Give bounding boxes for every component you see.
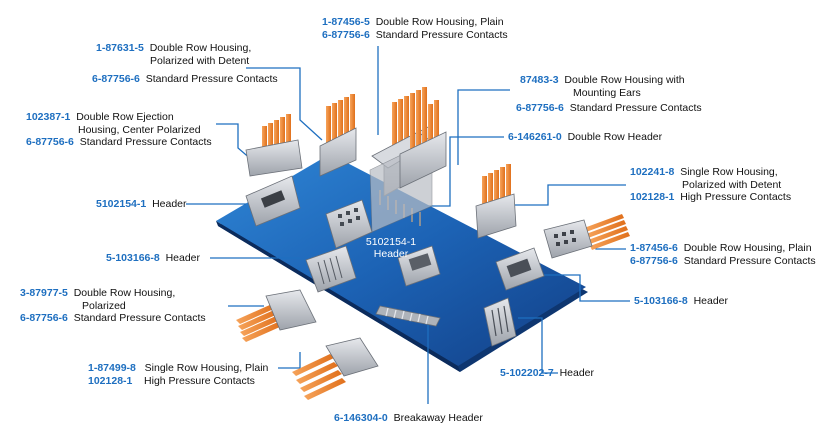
description: Double Row Header xyxy=(567,131,663,143)
description: Standard Pressure Contacts xyxy=(375,28,508,41)
leader-line-146261-0 xyxy=(424,136,504,207)
part-number: 1-87631-5 xyxy=(96,42,144,54)
label-5-103166-8-right: 5-103166-8 Header xyxy=(634,295,728,308)
label-87483-3-contacts: 6-87756-6 Standard Pressure Contacts xyxy=(516,102,702,115)
label-146261-0: 6-146261-0 Double Row Header xyxy=(508,131,662,144)
connector-3-87977-5 xyxy=(236,289,317,342)
part-number: 5-102202-7 xyxy=(500,367,554,379)
description: Polarized with Detent xyxy=(150,54,250,67)
description: Header xyxy=(559,367,595,379)
part-number: 5-103166-8 xyxy=(106,252,160,264)
part-number: 1-87499-8 xyxy=(88,362,136,374)
leader-line-87499-8 xyxy=(278,352,301,369)
board-description: Header xyxy=(373,248,409,260)
part-number: 5-103166-8 xyxy=(634,295,688,307)
description: Double Row Housing, Plain xyxy=(683,242,812,254)
description: Standard Pressure Contacts xyxy=(569,102,702,114)
label-102241-8: 102241-8 Single Row Housing, Polarized w… xyxy=(630,166,791,204)
header-5102154-1 xyxy=(245,175,301,227)
description: Polarized xyxy=(82,299,126,312)
connector-102241-8 xyxy=(475,164,517,239)
description: Header xyxy=(165,252,201,264)
part-number: 6-87756-6 xyxy=(322,28,370,41)
label-87483-3: 87483-3 Double Row Housing with Mounting… xyxy=(520,74,685,99)
part-number: 87483-3 xyxy=(520,74,559,86)
header-5-103166-8-left xyxy=(305,245,357,293)
leader-line-5-103166-8-right xyxy=(540,274,630,302)
description: Double Row Housing, Plain xyxy=(375,16,504,28)
breakaway-header-6-146304-0 xyxy=(375,305,441,327)
part-number: 6-87756-6 xyxy=(516,102,564,114)
description: Header xyxy=(693,295,729,307)
label-102387-1: 102387-1 Double Row Ejection Housing, Ce… xyxy=(26,111,212,149)
part-number: 1-87456-6 xyxy=(630,242,678,254)
description: Double Row Housing with xyxy=(564,74,685,86)
label-5-102202-7: 5-102202-7 Header xyxy=(500,367,594,380)
part-number: 102128-1 xyxy=(630,191,675,203)
board-header-5102154-1 xyxy=(325,199,373,249)
description: Double Row Housing, xyxy=(149,42,252,54)
description: Single Row Housing, Plain xyxy=(144,362,269,374)
connector-1-87499-8 xyxy=(292,337,379,400)
connector-87483-3 xyxy=(399,100,447,189)
part-number: 102128-1 xyxy=(88,374,133,387)
part-number: 3-87977-5 xyxy=(20,287,68,299)
connector-87456-6 xyxy=(543,214,630,259)
label-6-146304-0: 6-146304-0 Breakaway Header xyxy=(334,412,483,425)
description: Housing, Center Polarized xyxy=(78,123,201,136)
part-number: 1-87456-5 xyxy=(322,16,370,28)
description: Polarized with Detent xyxy=(682,178,782,191)
description: Standard Pressure Contacts xyxy=(79,136,212,148)
label-5102154-1: 5102154-1 Header xyxy=(96,198,187,211)
description: Double Row Ejection xyxy=(76,111,174,123)
header-5-102202-7 xyxy=(483,297,517,347)
description: Breakaway Header xyxy=(393,412,483,424)
leader-lines xyxy=(186,46,630,404)
leader-line-87483-3 xyxy=(457,89,510,165)
leader-line-102241-8 xyxy=(512,184,626,206)
board-label: 5102154-1 Header xyxy=(356,236,426,260)
center-header xyxy=(397,245,441,287)
description: High Pressure Contacts xyxy=(680,191,792,203)
part-number: 6-87756-6 xyxy=(92,73,140,85)
part-number: 6-146261-0 xyxy=(508,131,562,143)
description: Single Row Housing, xyxy=(680,166,778,178)
label-87631-5-contacts: 6-87756-6 Standard Pressure Contacts xyxy=(92,73,278,86)
part-number: 6-87756-6 xyxy=(20,312,68,324)
connector-87631-5 xyxy=(319,94,357,177)
part-number: 102241-8 xyxy=(630,166,675,178)
leader-line-102202-7 xyxy=(518,317,558,374)
label-87456-5: 1-87456-5 Double Row Housing, Plain 6-87… xyxy=(322,16,508,41)
header-5-103166-8-right xyxy=(495,247,545,291)
part-number: 5102154-1 xyxy=(96,198,147,210)
part-number: 6-146304-0 xyxy=(334,412,388,424)
description: High Pressure Contacts xyxy=(144,374,255,387)
part-number: 102387-1 xyxy=(26,111,71,123)
connector-102387-1 xyxy=(245,114,303,177)
leader-line-87631-5 xyxy=(246,67,323,141)
label-87631-5: 1-87631-5 Double Row Housing, Polarized … xyxy=(96,42,251,67)
description: Header xyxy=(152,198,187,210)
description: Standard Pressure Contacts xyxy=(683,254,816,267)
label-3-87977-5: 3-87977-5 Double Row Housing, Polarized … xyxy=(20,287,206,325)
board-part-number: 5102154-1 xyxy=(365,236,417,248)
description: Standard Pressure Contacts xyxy=(145,73,278,85)
leader-line-102387-1 xyxy=(216,123,253,161)
description: Standard Pressure Contacts xyxy=(73,312,206,324)
label-1-87499-8: 1-87499-8 Single Row Housing, Plain 1021… xyxy=(88,362,268,387)
part-number: 6-87756-6 xyxy=(630,254,678,267)
description: Mounting Ears xyxy=(573,86,641,99)
label-87456-6: 1-87456-6 Double Row Housing, Plain 6-87… xyxy=(630,242,816,267)
label-5-103166-8-left: 5-103166-8 Header xyxy=(106,252,200,265)
part-number: 6-87756-6 xyxy=(26,136,74,148)
description: Double Row Housing, xyxy=(73,287,176,299)
